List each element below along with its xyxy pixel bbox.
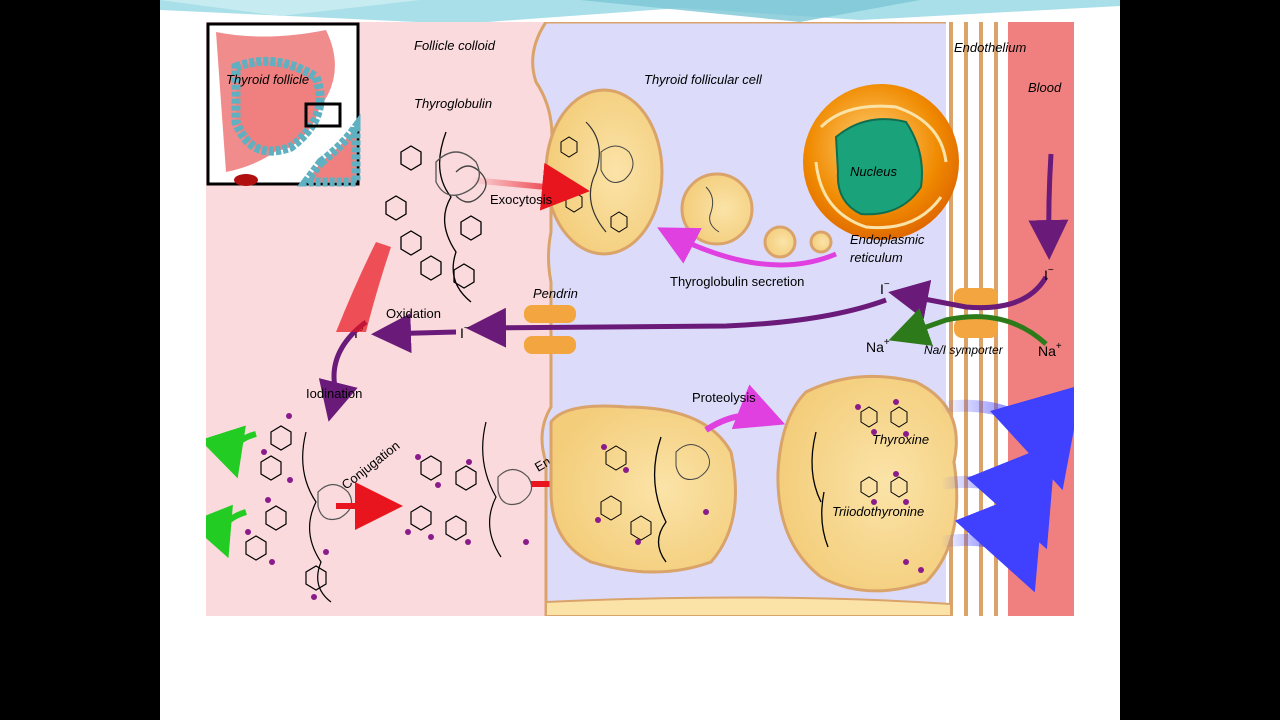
iodination-label: Iodination [306,386,362,401]
endocytic-vesicle [549,404,737,574]
iodinated-thyroglobulin [245,425,353,603]
lysosome [776,374,959,593]
thyroid-follicle-inset: Thyroid follicle [206,22,361,187]
secretory-vesicles [680,172,833,259]
oxidation-label: Oxidation [386,306,441,321]
pendrin-channel [524,305,576,354]
thyroglobulin-label: Thyroglobulin [414,96,492,111]
na-i-symporter [954,288,998,338]
nucleus-label: Nucleus [850,164,897,179]
red-fade-wedge [336,242,391,332]
iodide-cell-label: I− [880,279,890,297]
iodide-blood-label: I− [1044,265,1054,283]
exocytosis-label: Exocytosis [490,192,553,207]
iodination-green-arrow-bottom [206,504,247,559]
follicular-cell-label: Thyroid follicular cell [644,72,763,87]
tg-secretion-label: Thyroglobulin secretion [670,274,804,289]
blood-label: Blood [1028,80,1062,95]
iodide-transport-arrow [466,297,887,348]
slide: Thyroid follicle Follicle colloid Thyroi… [160,0,1120,720]
iodide-colloid-label: I− [460,323,470,341]
er-label-line1: Endoplasmic [850,232,925,247]
proteolysis-arrow [704,384,786,433]
slide-banner [160,0,1120,24]
neighbor-cell [545,596,952,616]
endothelium-label: Endothelium [954,40,1026,55]
iodination-green-arrow-top [206,425,257,479]
thyroxine-label: Thyroxine [872,432,929,447]
nucleus: Nucleus [834,118,923,216]
degradation-release-arrow [940,485,1045,593]
iodine-marks-left [245,413,329,600]
symporter-sodium-arrow [888,308,1048,346]
exocytosis-vesicle [544,88,664,256]
follicle-colloid-label: Follicle colloid [414,38,496,53]
conjugated-thyroglobulin [410,421,533,558]
exocytosis-arrow [470,162,590,211]
blood-iodide-arrow [1028,153,1069,260]
inset-title: Thyroid follicle [226,72,309,87]
na-cell-label: Na+ [866,337,890,355]
proteolysis-label: Proteolysis [692,390,756,405]
oxidation-arrow [371,313,457,354]
er-label-line2: reticulum [850,250,903,265]
thyroid-hormone-synthesis-diagram: Thyroid follicle Follicle colloid Thyroi… [206,22,1074,616]
symporter-iodide-arrow [888,275,1049,320]
triiodothyronine-label: Triiodothyronine [832,504,924,519]
iodine-marks-middle [405,454,529,545]
pendrin-label: Pendrin [533,286,578,301]
na-blood-label: Na+ [1038,341,1062,359]
symporter-label: Na/I symporter [924,343,1004,357]
blood-vessel [1008,22,1074,616]
tg-secretion-arrow [657,227,837,268]
